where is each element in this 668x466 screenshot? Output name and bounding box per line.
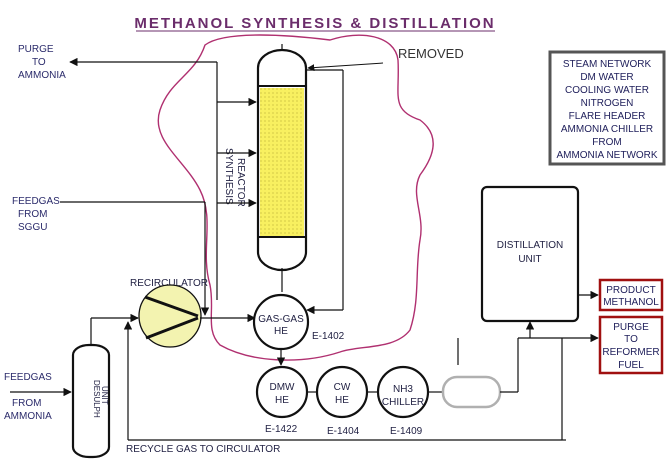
feedgas-ammonia-label-3: AMMONIA bbox=[4, 411, 52, 422]
utility-5: FLARE HEADER bbox=[569, 111, 646, 122]
feedgas-sggu-label-3: SGGU bbox=[18, 222, 47, 233]
recirculator-blade-2 bbox=[145, 316, 199, 340]
nh3-chiller-tag: E-1409 bbox=[390, 426, 423, 437]
utility-4: NITROGEN bbox=[581, 98, 634, 109]
purge-reformer-label-2: TO bbox=[624, 334, 638, 345]
utility-1: STEAM NETWORK bbox=[563, 59, 652, 70]
product-methanol-label-1: PRODUCT bbox=[606, 285, 655, 296]
distillation-unit bbox=[480, 185, 580, 323]
gas-gas-he-label-2: HE bbox=[274, 326, 288, 337]
recirculator-label: RECIRCULATOR bbox=[130, 278, 208, 289]
recirculator-blade-1 bbox=[144, 295, 199, 318]
utility-2: DM WATER bbox=[580, 72, 633, 83]
product-methanol-label-2: METHANOL bbox=[603, 297, 659, 308]
page-title: METHANOL SYNTHESIS & DISTILLATION bbox=[134, 15, 495, 32]
purge-ammonia-label-3: AMMONIA bbox=[18, 70, 66, 81]
nh3-chiller-label-2: CHILLER bbox=[382, 397, 424, 408]
feedgas-ammonia-label-2: FROM bbox=[12, 398, 41, 409]
utility-7: FROM bbox=[592, 137, 621, 148]
reactor-label-2: REACTOR bbox=[235, 158, 246, 207]
utility-3: COOLING WATER bbox=[565, 85, 649, 96]
cw-he-label-1: CW bbox=[334, 382, 351, 393]
dmw-he-tag: E-1422 bbox=[265, 424, 298, 435]
desulph-label-1: DESULPH bbox=[92, 380, 101, 418]
feedgas-sggu-label-1: FEEDGAS bbox=[12, 196, 60, 207]
distillation-label-2: UNIT bbox=[518, 254, 541, 265]
cw-he-tag: E-1404 bbox=[327, 426, 360, 437]
utility-8: AMMONIA NETWORK bbox=[556, 150, 657, 161]
utilities-box bbox=[548, 50, 666, 166]
nh3-chiller-label-1: NH3 bbox=[393, 384, 413, 395]
cw-he-label-2: HE bbox=[335, 395, 349, 406]
utility-6: AMMONIA CHILLER bbox=[561, 124, 653, 135]
purge-reformer-label-1: PURGE bbox=[613, 322, 649, 333]
desulph-label-2: UNIT bbox=[100, 386, 109, 405]
dmw-he-label-1: DMW bbox=[270, 382, 296, 393]
distillation-label-1: DISTILLATION bbox=[497, 240, 564, 251]
removed-label: REMOVED bbox=[398, 46, 464, 61]
separator-vessel bbox=[441, 375, 502, 409]
removed-zone-outline bbox=[157, 34, 434, 361]
dmw-he-label-2: HE bbox=[275, 395, 289, 406]
purge-reformer-label-3: REFORMER bbox=[602, 347, 659, 358]
removed-pointer bbox=[307, 62, 384, 72]
feedgas-ammonia-label-1: FEEDGAS bbox=[4, 372, 52, 383]
purge-reformer-box bbox=[598, 315, 664, 375]
gas-gas-he-label-1: GAS-GAS bbox=[258, 314, 304, 325]
gas-gas-he-tag: E-1402 bbox=[312, 331, 345, 342]
recycle-gas-label: RECYCLE GAS TO CIRCULATOR bbox=[126, 444, 280, 455]
feedgas-sggu-label-2: FROM bbox=[18, 209, 47, 220]
reactor-label-1: SYNTHESIS bbox=[223, 148, 234, 205]
purge-reformer-label-4: FUEL bbox=[618, 360, 644, 371]
product-methanol-box bbox=[598, 278, 664, 312]
catalyst-bed bbox=[260, 88, 304, 236]
purge-ammonia-label-2: TO bbox=[32, 57, 46, 68]
purge-ammonia-label-1: PURGE bbox=[18, 44, 54, 55]
